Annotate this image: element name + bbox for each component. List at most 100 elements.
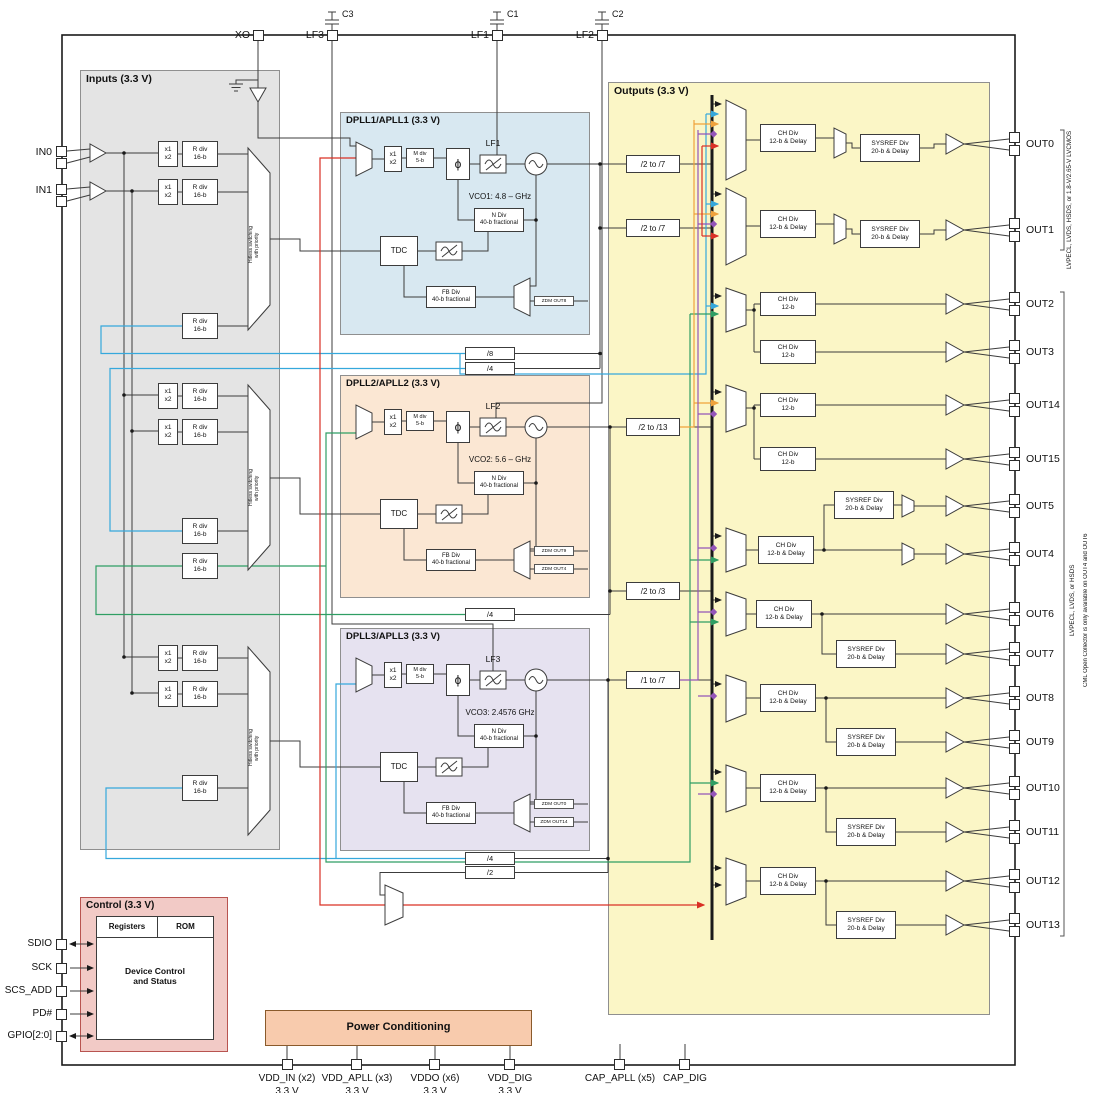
x1x2-box: x1 x2 — [384, 409, 402, 435]
tdc-box: TDC — [380, 752, 418, 782]
control-title: Control (3.3 V) — [86, 900, 155, 911]
output-pin — [1009, 507, 1020, 518]
out7-driver-icon — [945, 643, 966, 665]
dpll3-zdm-mux — [513, 793, 531, 833]
scs-add-pin — [56, 986, 67, 997]
output-pin — [1009, 231, 1020, 242]
out5-4-input-mux — [725, 527, 747, 573]
xo-label: XO — [234, 29, 250, 41]
c3-label: C3 — [342, 9, 354, 19]
output-pin — [1009, 447, 1020, 458]
sysref-box: SYSREF Div 20-b & Delay — [834, 491, 894, 519]
x1x2-box: x1 x2 — [158, 141, 178, 167]
output-pin — [1009, 926, 1020, 937]
input-mux-2 — [247, 383, 271, 572]
power-rail-label: VDDO (x6) — [410, 1073, 460, 1084]
out8-9-input-mux — [725, 674, 747, 723]
rdiv-box: R div 16-b — [182, 179, 218, 205]
out5-driver-mux — [901, 494, 915, 518]
outputs-title: Outputs (3.3 V) — [614, 85, 689, 97]
xo-buffer-icon — [249, 87, 267, 104]
hitless-mux-label: Hitless switching with priority — [248, 729, 260, 767]
out10-11-input-mux — [725, 764, 747, 813]
dpll1-ref-mux — [355, 141, 373, 177]
x1x2-box: x1 x2 — [384, 146, 402, 172]
output-label: OUT7 — [1026, 648, 1055, 660]
out4-driver-mux — [901, 542, 915, 566]
cap-dig-pin — [679, 1059, 690, 1070]
range-div-box: /2 to /13 — [626, 418, 680, 436]
output-pin — [1009, 145, 1020, 156]
out3-driver-icon — [945, 341, 966, 363]
out6-driver-icon — [945, 603, 966, 625]
chdiv-box: CH Div 12-b — [760, 393, 816, 417]
chdiv-box: CH Div 12-b & Delay — [760, 867, 816, 895]
ndiv-box: N Div 40-b fractional — [474, 208, 524, 232]
range-div-box: /2 to /7 — [626, 155, 680, 173]
out12-driver-icon — [945, 870, 966, 892]
zdm-label: ZDM OUT4 — [534, 564, 574, 574]
power-rail-label: VDD_DIG — [487, 1073, 533, 1084]
sysref-box: SYSREF Div 20-b & Delay — [836, 911, 896, 939]
dpll3-title: DPLL3/APLL3 (3.3 V) — [346, 631, 440, 642]
purple-wire — [680, 130, 718, 798]
output-label: OUT2 — [1026, 298, 1055, 310]
out5-driver-icon — [945, 495, 966, 517]
gpio-label: GPIO[2:0] — [7, 1030, 52, 1041]
junction-dots — [122, 151, 828, 883]
dpll1-title: DPLL1/APLL1 (3.3 V) — [346, 115, 440, 126]
chdiv-box: CH Div 12-b & Delay — [760, 684, 816, 712]
x1x2-box: x1 x2 — [384, 662, 402, 688]
zdm-label: ZDM OUT0 — [534, 799, 574, 809]
out0-sysref-mux — [833, 127, 847, 159]
vco3-label: VCO3: 2.4576 GHz — [465, 708, 535, 717]
bottom-distribution-mux — [384, 884, 404, 926]
output-label: OUT0 — [1026, 138, 1055, 150]
vddo-pin — [429, 1059, 440, 1070]
range-div-box: /2 to /3 — [626, 582, 680, 600]
x1x2-box: x1 x2 — [158, 645, 178, 671]
red-wire — [319, 142, 720, 909]
output-pin — [1009, 292, 1020, 303]
ndiv-box: N Div 40-b fractional — [474, 471, 524, 495]
vdd-apll-pin — [351, 1059, 362, 1070]
sysref-box: SYSREF Div 20-b & Delay — [860, 134, 920, 162]
zdm-label: ZDM OUT8 — [534, 296, 574, 306]
out14-15-input-mux — [725, 384, 747, 433]
input-mux-1 — [247, 146, 271, 332]
out1-input-mux — [725, 187, 747, 266]
phase-detector-box: ϕ — [446, 411, 470, 443]
out0-input-mux — [725, 99, 747, 181]
out0-driver-icon — [945, 133, 966, 155]
vco2-label: VCO2: 5.6 – GHz — [468, 455, 532, 464]
in0-pin-p — [56, 146, 67, 157]
output-pin — [1009, 353, 1020, 364]
range-div-box: /2 to /7 — [626, 219, 680, 237]
output-pin — [1009, 542, 1020, 553]
output-pin — [1009, 789, 1020, 800]
lf1-pin — [492, 30, 503, 41]
in1-buffer-icon — [89, 181, 108, 201]
sysref-box: SYSREF Div 20-b & Delay — [860, 220, 920, 248]
cap-apll-pin — [614, 1059, 625, 1070]
chdiv-box: CH Div 12-b & Delay — [760, 124, 816, 152]
chdiv-box: CH Div 12-b — [760, 447, 816, 471]
zdm-label: ZDM OUT9 — [534, 546, 574, 556]
output-label: OUT10 — [1026, 782, 1060, 794]
gpio-pin — [56, 1031, 67, 1042]
mdiv-box: M div 5-b — [406, 148, 434, 168]
output-pin — [1009, 132, 1020, 143]
output-pin — [1009, 743, 1020, 754]
output-pin — [1009, 882, 1020, 893]
chdiv-box: CH Div 12-b & Delay — [760, 774, 816, 802]
output-label: OUT8 — [1026, 692, 1055, 704]
out15-driver-icon — [945, 448, 966, 470]
fbdiv-box: FB Div 40-b fractional — [426, 802, 476, 824]
sck-label: SCK — [31, 962, 52, 973]
div4-box: /4 — [465, 608, 515, 621]
fbdiv-box: FB Div 40-b fractional — [426, 286, 476, 308]
power-rail-label: VDD_IN (x2) — [258, 1073, 316, 1084]
output-pin — [1009, 730, 1020, 741]
output-label: OUT15 — [1026, 453, 1060, 465]
io-standard-note-2: LVPECL, LVDS, or HSDS — [1069, 564, 1076, 636]
